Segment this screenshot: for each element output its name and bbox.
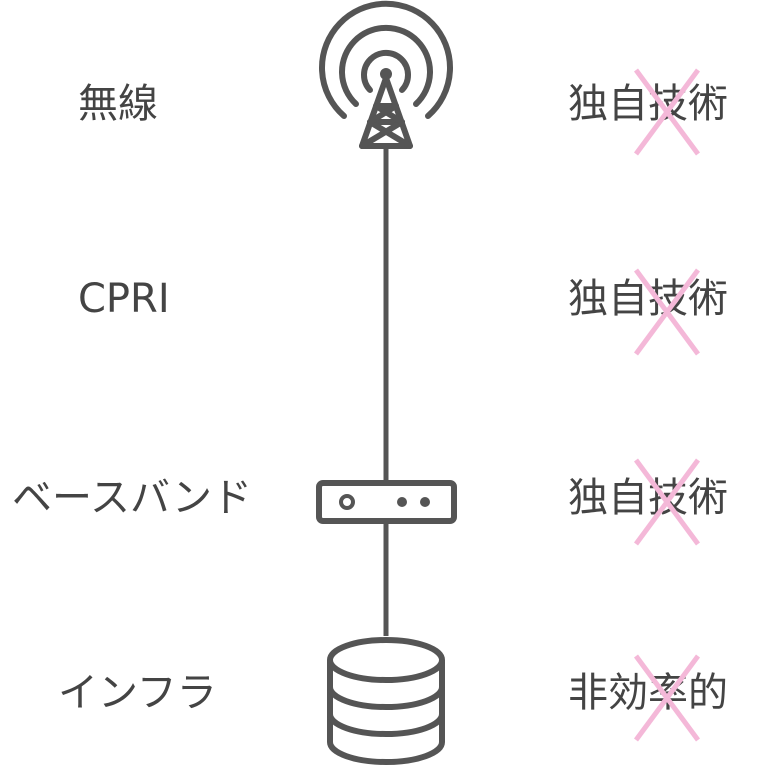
status-label-infrastructure: 非効率的 (568, 670, 728, 716)
layer-label-infrastructure: インフラ (58, 670, 217, 716)
database-icon (327, 637, 445, 765)
status-label-wireless: 独自技術 (568, 81, 728, 127)
baseband-unit-icon (316, 480, 457, 524)
status-label-cpri: 独自技術 (568, 276, 728, 322)
radio-tower-icon (319, 0, 453, 149)
status-label-baseband: 独自技術 (568, 475, 728, 521)
layer-label-baseband: ベースバンド (12, 475, 252, 521)
layer-label-cpri: CPRI (78, 276, 170, 322)
layer-label-wireless: 無線 (78, 81, 158, 127)
